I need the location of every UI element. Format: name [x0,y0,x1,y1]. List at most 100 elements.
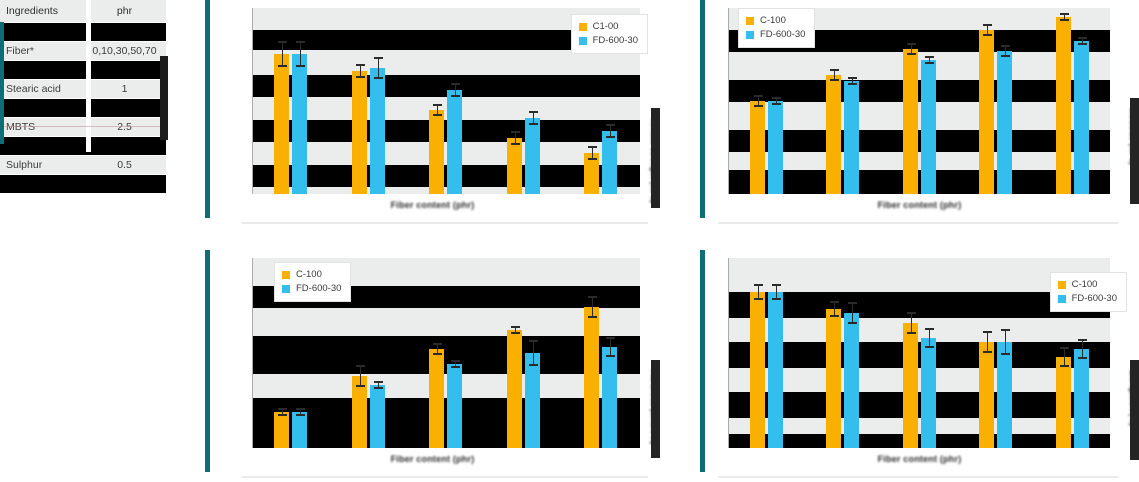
bar-series1[interactable] [1055,357,1071,448]
chart-baseline [242,476,648,478]
bar-series1[interactable] [506,330,522,448]
gridline-band-redacted [252,398,640,448]
error-bar-cap [1059,13,1069,15]
legend-item-series2[interactable]: FD-600-30 [746,28,805,42]
gridline-band-redacted [252,30,640,50]
bar-series2[interactable] [920,338,936,448]
bar-series1[interactable] [351,71,367,194]
table-row: ZnO 5 [0,60,166,80]
legend-item-series2[interactable]: FD-600-30 [578,34,638,48]
bar-series2[interactable] [602,347,618,448]
bar-series1[interactable] [584,307,600,448]
bar-series1[interactable] [506,138,522,194]
legend-item-series1[interactable]: C-100 [282,268,341,282]
bar-series2[interactable] [844,81,860,194]
gridline-band-redacted [728,30,1110,52]
x-axis-label: Fiber content (phr) [877,200,962,210]
bar-series2[interactable] [1073,41,1089,194]
legend-item-series2[interactable]: FD-600-30 [282,282,341,296]
error-bar-stem [987,331,989,353]
legend-item-series1[interactable]: C-100 [746,14,805,28]
error-bar-cap [278,408,287,410]
table-column-divider [86,0,91,152]
bar-series1[interactable] [1055,17,1071,194]
bar-series2[interactable] [997,342,1013,448]
bar-series1[interactable] [584,153,600,194]
error-bar-cap [528,340,538,342]
error-bar-cap [772,284,781,286]
bar-series2[interactable] [1073,349,1089,448]
error-bar-cap [924,328,934,330]
bar-series2[interactable] [602,131,618,194]
bar-series2[interactable] [524,118,540,194]
table-hairline [4,126,162,127]
error-bar-cap [1001,45,1011,47]
bar-series1[interactable] [902,49,918,194]
bar-series1[interactable] [826,309,842,448]
legend-label-series2: FD-600-30 [1071,293,1117,304]
bar-series2[interactable] [369,385,385,448]
error-bar-cap [373,77,383,79]
bar-series1[interactable] [429,110,445,194]
bar-series2[interactable] [844,313,860,448]
gridline-band-redacted [728,392,1110,418]
bar-series1[interactable] [351,376,367,448]
bar-series2[interactable] [768,292,783,448]
bar-series2[interactable] [292,412,307,448]
table-header-row: Ingredients phr [0,0,166,23]
error-bar-cap [924,62,934,64]
bar-series1[interactable] [826,75,842,194]
bar-group [881,8,957,194]
bar-series2[interactable] [369,68,385,194]
bar-series2[interactable] [292,54,307,194]
legend-item-series1[interactable]: C-100 [1057,278,1117,292]
bar-series1[interactable] [750,101,765,194]
legend-label-series2: FD-600-30 [760,29,806,40]
bar-series1[interactable] [750,292,765,448]
chart-accent-bar [700,250,705,472]
bar-series1[interactable] [902,323,918,448]
bar-series2[interactable] [768,101,783,194]
error-bar-cap [1001,353,1011,355]
bar-series1[interactable] [979,342,995,448]
legend-swatch-series1-icon [282,271,290,279]
legend-item-series1[interactable]: C1-00 [578,20,638,34]
error-bar-cap [830,301,840,303]
table-header-phr: phr [83,0,166,23]
error-bar-cap [1001,329,1011,331]
bar-series2[interactable] [920,60,936,194]
error-bar-stem [300,408,301,416]
gridline-band-redacted [252,165,640,187]
bar-series2[interactable] [524,353,540,448]
table-row: TMTD 0.5 [0,136,166,156]
error-bar-stem [592,146,594,160]
error-bar-cap [278,414,287,416]
error-bar-cap [983,24,993,26]
error-bar-cap [983,331,993,333]
bar-series2[interactable] [447,90,463,194]
legend-label-series1: C1-00 [592,21,619,32]
bar-series2[interactable] [447,364,463,448]
error-bar-cap [373,57,383,59]
bar-series1[interactable] [274,412,289,448]
table-row: Fiber* 0,10,30,50,70 [0,41,166,61]
bar-group [252,258,330,448]
error-bar-cap [278,41,287,43]
error-bar-stem [758,95,759,107]
bar-series1[interactable] [429,349,445,448]
error-bar-stem [532,111,534,125]
error-bar-cap [355,365,365,367]
bar-series1[interactable] [979,30,995,194]
x-axis-label: Fiber content (phr) [877,454,962,464]
legend-item-series2[interactable]: FD-600-30 [1057,292,1117,306]
bar-series1[interactable] [274,54,289,194]
error-bar-cap [830,69,840,71]
bar-series2[interactable] [997,51,1013,194]
error-bar-stem [834,69,836,81]
